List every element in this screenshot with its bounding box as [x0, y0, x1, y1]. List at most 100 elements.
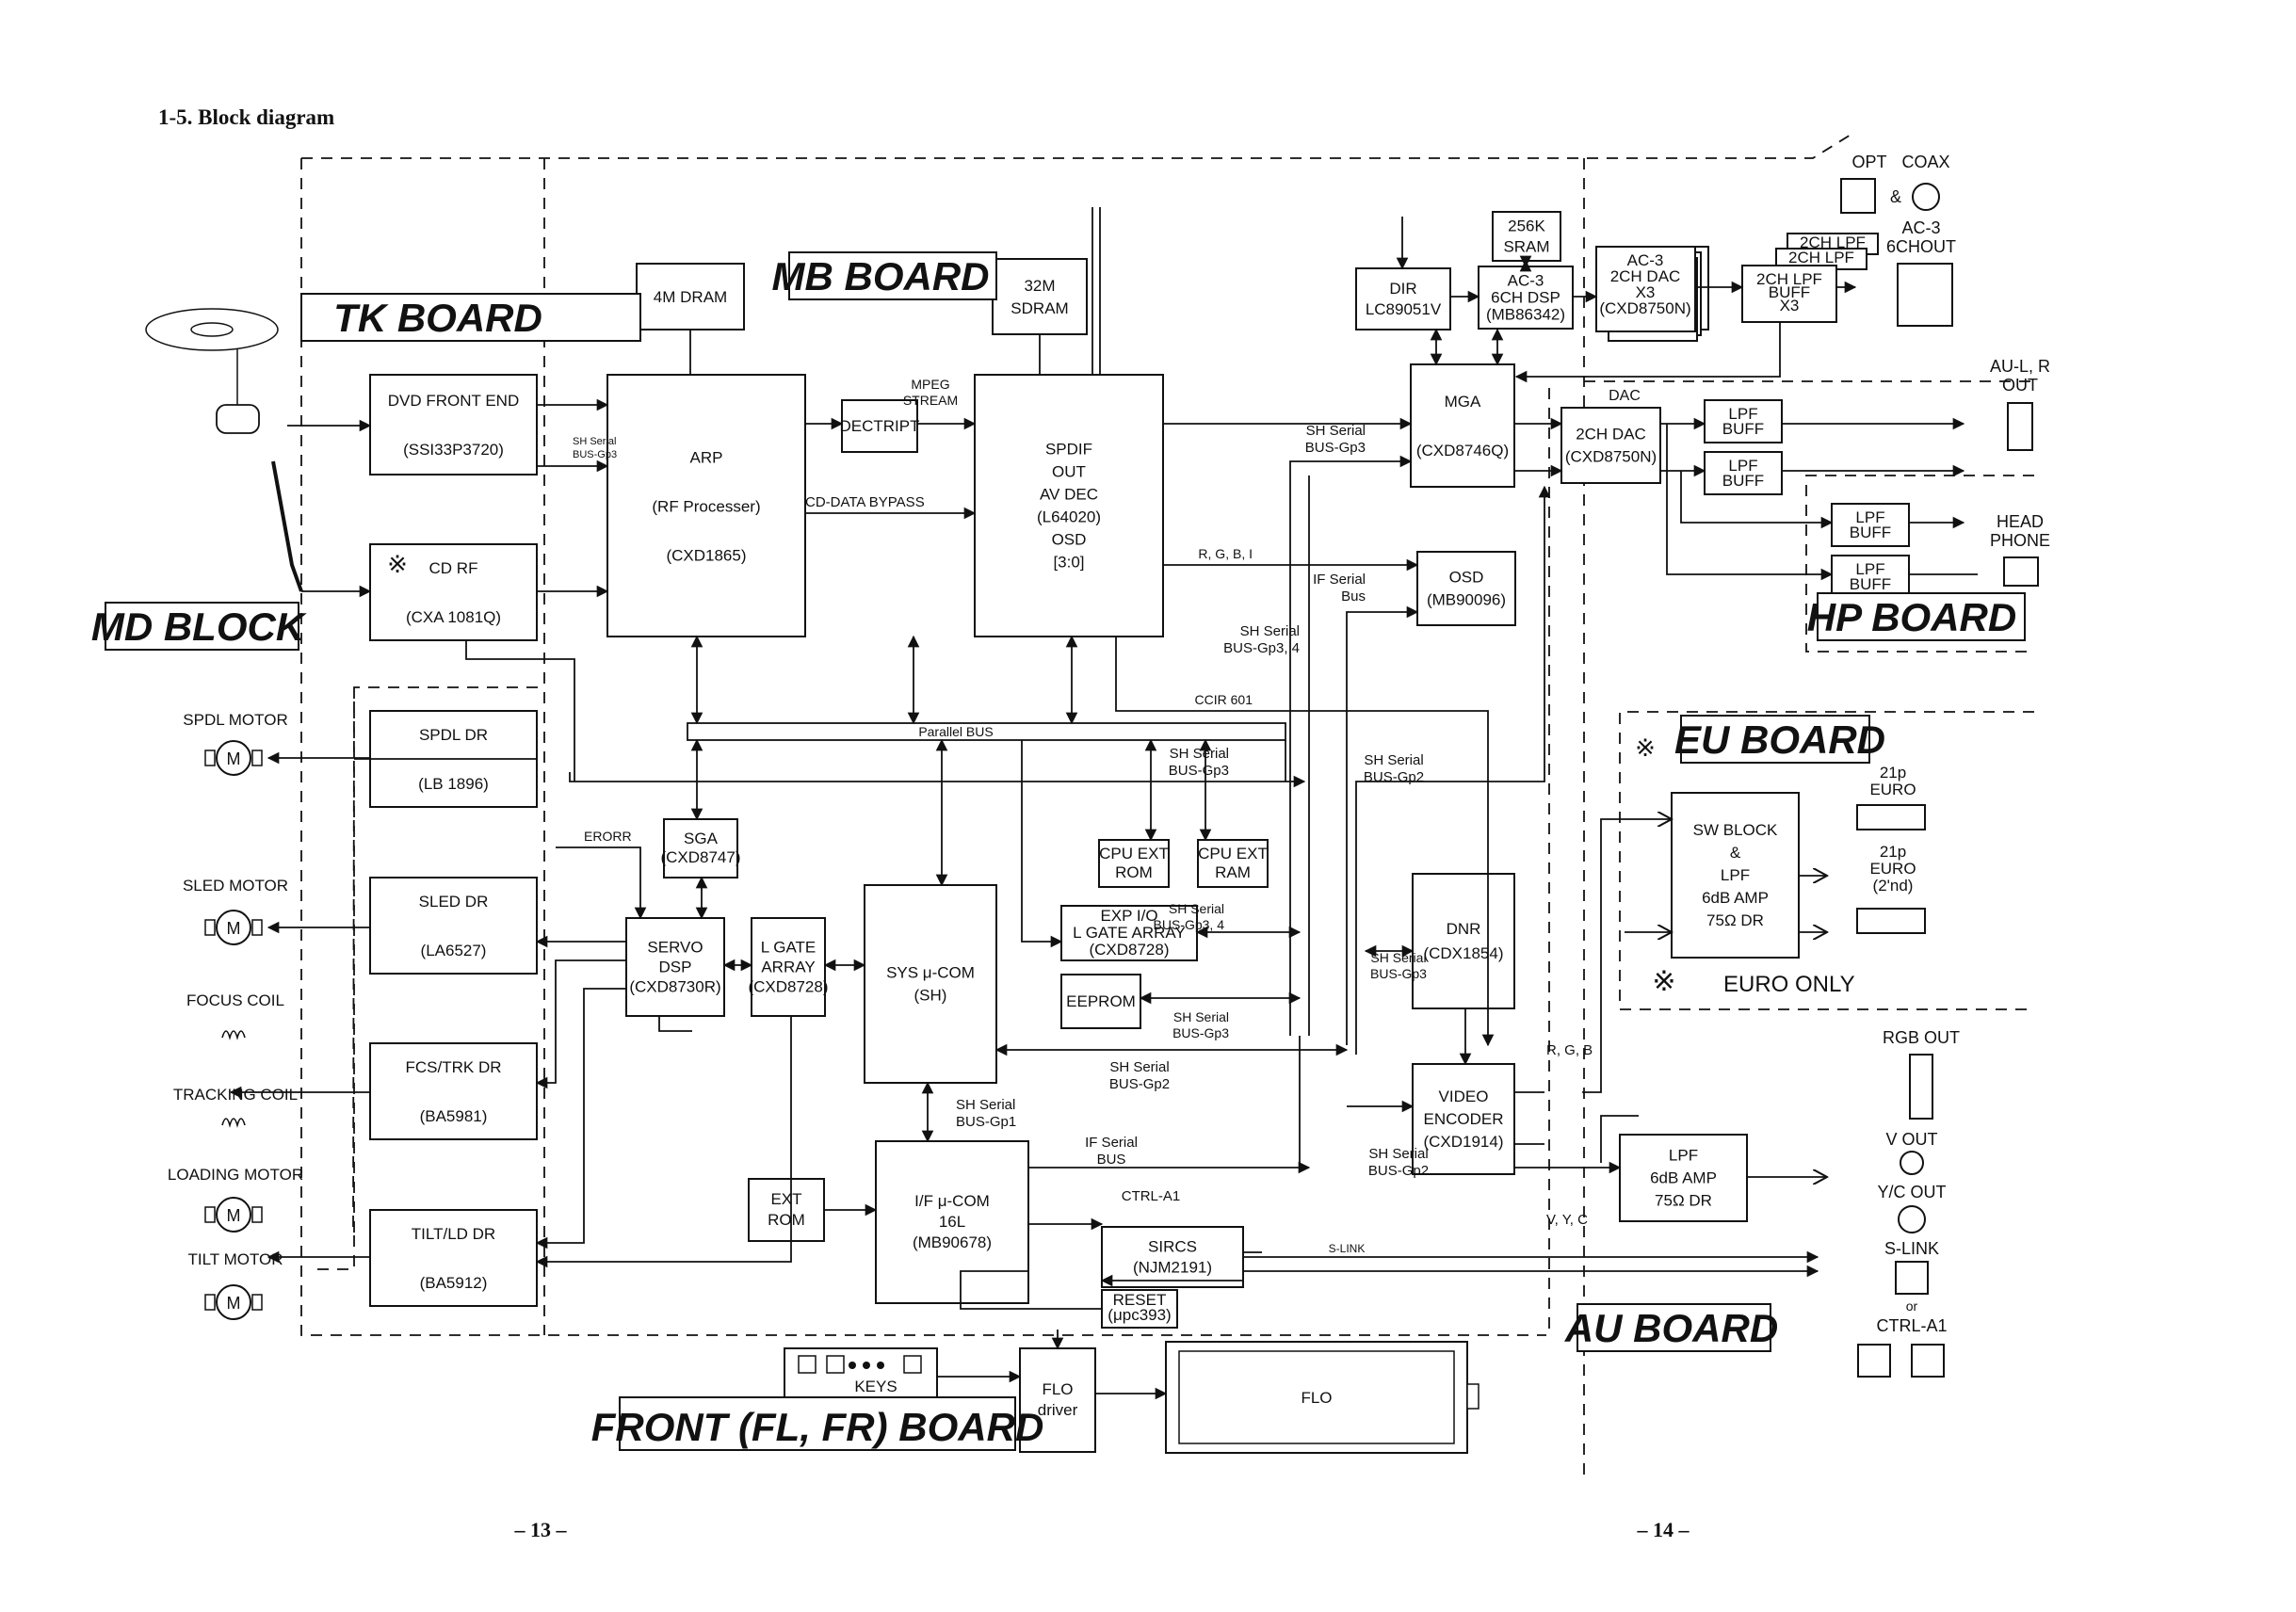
ctrl-a1-jack-2[interactable]	[1911, 1344, 1945, 1378]
l-gate-array-block-label-2: (CXD8728)	[748, 977, 828, 995]
board-label-tk: TK BOARD	[300, 293, 641, 342]
signal-line	[535, 959, 626, 1089]
coil-label-tracking_coil: TRACKING COIL	[173, 1086, 298, 1104]
coil-icon	[221, 1118, 246, 1128]
board-boundaries	[300, 131, 2034, 1478]
optical-jack-icon[interactable]	[1840, 178, 1876, 214]
ctrl-a1-jack-1[interactable]	[1857, 1344, 1891, 1378]
lpf2ch-label-2: 2CH LPF	[1756, 270, 1822, 288]
av-dec-block-label-0: SPDIF	[1045, 441, 1092, 459]
opt-label: OPT	[1851, 153, 1886, 171]
exp-io-gate-array-block: EXP I/OL GATE ARRAY(CXD8728)	[1060, 905, 1198, 961]
key-switch-icon	[826, 1355, 845, 1374]
signal-label-cd_bypass: CD-DATA BYPASS	[805, 494, 925, 510]
sircs-block: SIRCS(NJM2191)	[1101, 1226, 1244, 1288]
signal-line	[1346, 605, 1419, 1045]
sw-block-lpf-block-label-1: &	[1730, 844, 1741, 862]
2ch-dac-block-label-0: 2CH DAC	[1576, 426, 1646, 443]
signal-label-sh_gp2: SH Serial	[1368, 1146, 1428, 1162]
dot-icon	[863, 1362, 870, 1369]
reset-block: RESET(μpc393)	[1101, 1289, 1178, 1329]
flo-label: FLO	[1301, 1389, 1332, 1407]
signal-label-sh_gp34: SH Serial	[1169, 901, 1224, 916]
ac3-6ch-out-label: AC-3	[1901, 218, 1940, 237]
board-eu-text: EU BOARD	[1674, 717, 1885, 762]
euro-1-connector[interactable]	[1856, 804, 1926, 830]
lpf-buff-label: BUFF	[1850, 524, 1891, 541]
au-out-jacks[interactable]	[2007, 402, 2033, 451]
eeprom-block-label-0: EEPROM	[1066, 992, 1136, 1010]
motor-m-label: M	[227, 1206, 241, 1225]
ctrl-a1-label: CTRL-A1	[1876, 1316, 1947, 1335]
motor-m-label: M	[227, 1294, 241, 1313]
dnr-block-label-0: DNR	[1447, 920, 1481, 938]
signal-label-sh_gp2: BUS-Gp2	[1368, 1163, 1429, 1179]
tilt-ld-dr-block-label-1: (BA5912)	[420, 1274, 488, 1292]
lpf-buff-label: BUFF	[1850, 575, 1891, 593]
fcs-trk-dr-block: FCS/TRK DR(BA5981)	[369, 1042, 538, 1140]
yc-out-jack-icon[interactable]	[1898, 1205, 1926, 1233]
s-link-jack-icon[interactable]	[1895, 1261, 1929, 1295]
flo-display-block: FLO	[1165, 1341, 1479, 1454]
signal-label-sh_gp3: BUS-Gp3	[1305, 440, 1366, 456]
signal-line	[1600, 1115, 1639, 1163]
signal-label-sh_gp3: BUS-Gp3	[1370, 966, 1427, 981]
board-label-md: MD BLOCK	[91, 602, 307, 651]
board-label-front: FRONT (FL, FR) BOARD	[591, 1396, 1044, 1451]
ac3-6ch-out-jacks[interactable]	[1897, 263, 1953, 327]
av-dec-block-label-2: AV DEC	[1040, 486, 1098, 504]
mga-block-label-1: (CXD8746Q)	[1416, 442, 1509, 459]
signal-line	[535, 988, 626, 1249]
keys-label: KEYS	[854, 1378, 897, 1395]
signal-label-sh_gp2: SH Serial	[1364, 752, 1423, 768]
cpu-ext-rom-block-label-0: CPU EXT	[1099, 845, 1169, 862]
ext-rom-block-label-1: ROM	[768, 1211, 805, 1229]
lpf2ch-label-0: 2CH LPF	[1800, 234, 1866, 251]
sw-block-lpf-block-label-0: SW BLOCK	[1693, 821, 1778, 839]
sw-block-lpf-block-label-4: 75Ω DR	[1706, 911, 1764, 929]
dnr-block: DNR(CDX1854)	[1412, 873, 1515, 1009]
sled-dr-block-label-0: SLED DR	[419, 893, 489, 911]
exp-io-gate-array-block-label-1: L GATE ARRAY	[1073, 924, 1186, 942]
lpf2ch-label-1: 2CH LPF	[1788, 249, 1854, 266]
coax-jack-icon[interactable]	[1912, 183, 1940, 211]
page-number-right: – 14 –	[1637, 1518, 1690, 1541]
signal-label-sh_gp34: SH Serial	[1240, 623, 1300, 639]
signal-label-ctrl_a1: CTRL-A1	[1122, 1188, 1181, 1204]
signal-line	[1115, 637, 1495, 1047]
v-out-jack-icon[interactable]	[1900, 1151, 1924, 1175]
signal-label-if_serial: IF Serial	[1313, 572, 1366, 588]
board-hp-text: HP BOARD	[1807, 595, 2016, 639]
l-gate-array-block-label-1: ARRAY	[761, 958, 815, 975]
sga-block-label-1: (CXD8747)	[660, 848, 740, 866]
board-label-hp: HP BOARD	[1807, 592, 2026, 641]
rgb-out-jacks[interactable]	[1909, 1054, 1933, 1120]
euro-2-connector[interactable]	[1856, 908, 1926, 934]
video-encoder-block-label-2: (CXD1914)	[1423, 1133, 1503, 1151]
board-front-text: FRONT (FL, FR) BOARD	[591, 1405, 1044, 1449]
coax-label: COAX	[1901, 153, 1949, 171]
signal-label-sh_gp2: BUS-Gp2	[1109, 1076, 1170, 1092]
sys-ucom-block: SYS μ-COM(SH)	[864, 884, 997, 1084]
key-switch-icon	[903, 1355, 922, 1374]
2ch-dac-block: 2CH DAC(CXD8750N)	[1560, 407, 1661, 484]
lpf-buff-label: LPF	[1728, 457, 1757, 475]
eeprom-block: EEPROM	[1060, 974, 1141, 1029]
headphone-jack-icon[interactable]	[2003, 556, 2039, 587]
signal-label-sh_gp3: SH Serial	[1306, 423, 1366, 439]
cd-rf-block: CD RF(CXA 1081Q)	[369, 543, 538, 641]
dir-block-label-1: LC89051V	[1366, 300, 1442, 318]
signal-label-sh_gp1: BUS-Gp1	[956, 1114, 1016, 1130]
tilt-ld-dr-block-label-0: TILT/LD DR	[412, 1225, 495, 1243]
sga-block-label-0: SGA	[684, 830, 719, 847]
motor-label-sled_motor: SLED MOTOR	[183, 877, 288, 895]
signal-label-sh_gp3: BUS-Gp3	[1169, 763, 1229, 779]
motor-m-label: M	[227, 750, 241, 768]
signal-line	[960, 1270, 1102, 1310]
ac3-dac-label-1: 2CH DAC	[1610, 267, 1681, 285]
board-label-au: AU BOARD	[1564, 1303, 1778, 1352]
